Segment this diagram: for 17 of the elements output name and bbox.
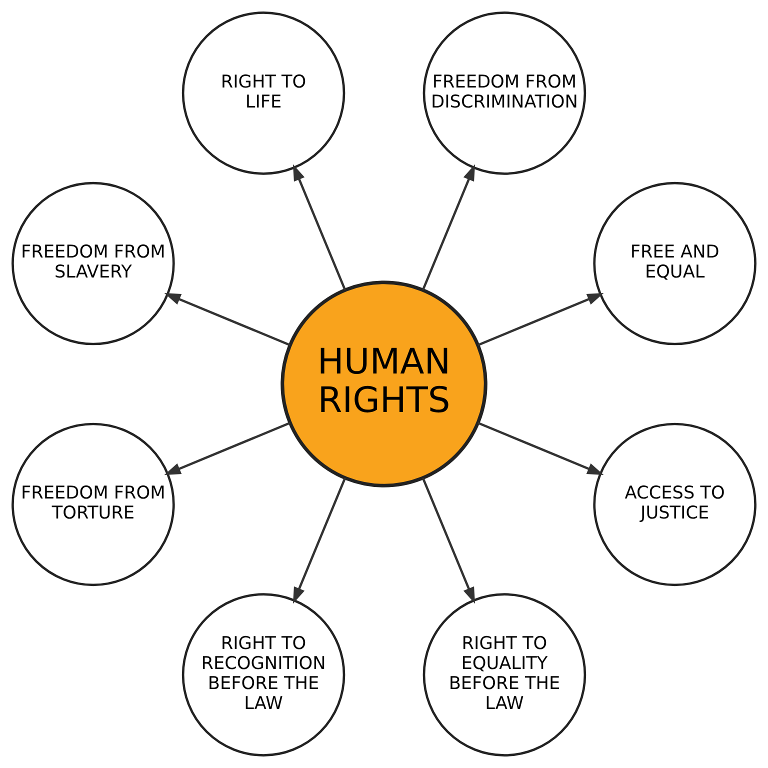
node-circle: FREEDOM FROM SLAVERY xyxy=(12,182,175,346)
node-circle: FREE AND EQUAL xyxy=(593,182,756,346)
arrow xyxy=(164,422,290,476)
node-circle: RIGHT TO RECOGNITION BEFORE THE LAW xyxy=(182,593,346,756)
node-circle: RIGHT TO EQUALITY BEFORE THE LAW xyxy=(422,593,586,756)
arrow xyxy=(478,292,604,346)
node-circle: RIGHT TO LIFE xyxy=(182,12,346,175)
node-circle: FREEDOM FROM TORTURE xyxy=(12,422,175,586)
arrow xyxy=(292,164,346,290)
arrow xyxy=(292,478,346,604)
node-circle: ACCESS TO JUSTICE xyxy=(593,422,756,586)
arrow xyxy=(164,292,290,346)
arrow xyxy=(422,478,476,604)
node-circle: HUMAN RIGHTS xyxy=(280,280,488,488)
arrow xyxy=(478,422,604,476)
node-circle: FREEDOM FROM DISCRIMINATION xyxy=(422,12,586,175)
arrow xyxy=(422,164,476,290)
